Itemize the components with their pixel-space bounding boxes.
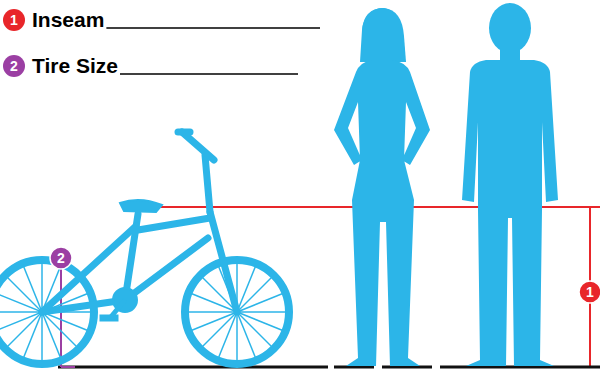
woman-silhouette [334,8,430,366]
callout-number: 1 [10,12,18,28]
callout-circle [579,281,600,303]
tire-tick [61,366,75,368]
man-silhouette [462,3,558,366]
dimension-tick [580,206,598,208]
fill-in-blank [106,27,320,29]
bicycle [0,132,289,364]
callout-number: 2 [10,58,18,74]
fill-in-blank [120,73,298,75]
tire-line [60,268,62,367]
field-label: Tire Size [32,53,118,79]
callout-circle [50,247,72,269]
callout-number: 2 [57,250,65,266]
callout-circle [3,55,25,77]
callout-circle [3,9,25,31]
callout-number: 1 [586,284,594,300]
field-label: Inseam [32,7,104,33]
